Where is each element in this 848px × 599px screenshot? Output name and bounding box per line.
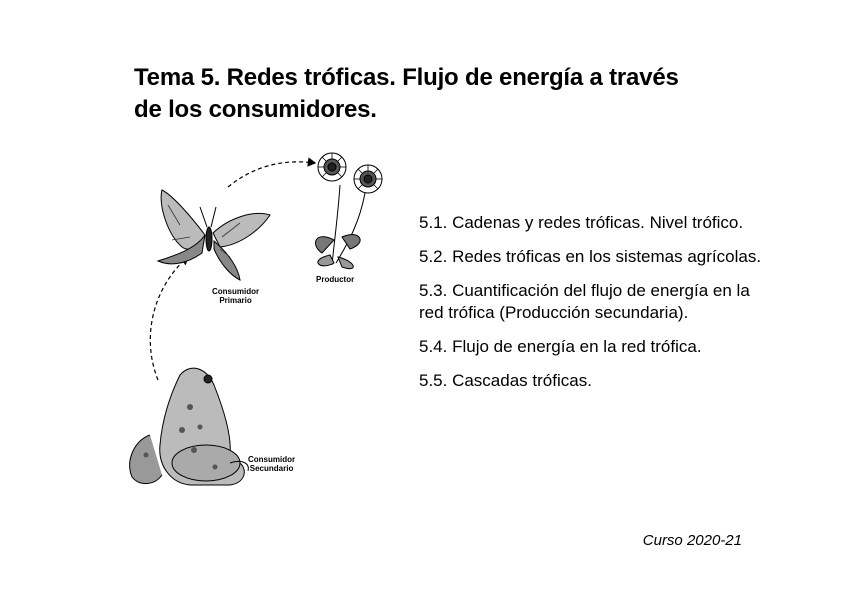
topic-item: 5.2. Redes tróficas en los sistemas agrí…	[419, 247, 762, 266]
primary-consumer-label: Consumidor Primario	[212, 287, 259, 305]
food-chain-illustration	[129, 152, 383, 486]
secondary-consumer-label-line-2: Secundario	[249, 464, 294, 473]
producer-label: Productor	[316, 275, 354, 284]
food-chain-figure: Productor Consumidor Primario Consumidor…	[110, 145, 410, 495]
topic-item: 5.3. Cuantificación del flujo de energía…	[419, 281, 750, 322]
primary-consumer-label-line-1: Consumidor	[212, 287, 260, 296]
frog-icon	[129, 367, 249, 486]
producer-label-text: Productor	[316, 275, 355, 284]
slide-title: Tema 5. Redes tróficas. Flujo de energía…	[134, 62, 754, 126]
topic-list: 5.1. Cadenas y redes tróficas. Nivel tró…	[419, 212, 779, 404]
course-label: Curso 2020-21	[642, 532, 742, 549]
slide-title-line-2: de los consumidores.	[134, 96, 377, 123]
slide-title-line-1: Tema 5. Redes tróficas. Flujo de energía…	[134, 64, 679, 91]
dashed-arrow-icon	[149, 157, 317, 381]
butterfly-icon	[156, 189, 271, 281]
primary-consumer-label-line-2: Primario	[219, 296, 252, 305]
topic-item: 5.5. Cascadas tróficas.	[419, 371, 592, 390]
secondary-consumer-label: Consumidor Secundario	[248, 455, 295, 473]
secondary-consumer-label-line-1: Consumidor	[248, 455, 296, 464]
flower-icon	[315, 152, 383, 270]
topic-item: 5.1. Cadenas y redes tróficas. Nivel tró…	[419, 213, 744, 232]
topic-item: 5.4. Flujo de energía en la red trófica.	[419, 337, 702, 356]
